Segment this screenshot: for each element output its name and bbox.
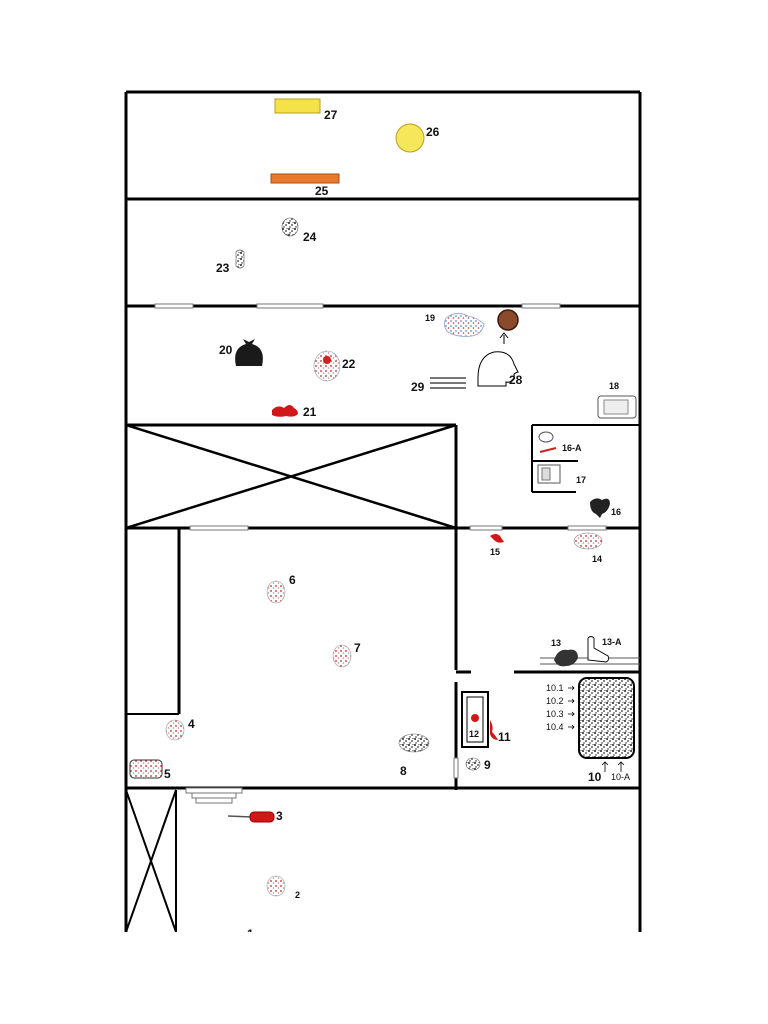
animal-icon [554, 649, 578, 667]
doorways [154, 303, 607, 804]
footprint-icon [165, 719, 185, 741]
shoe-print-icon [573, 532, 603, 550]
marker-29: 29 [411, 380, 425, 394]
blood-stain-icon [272, 405, 298, 417]
marker-9: 9 [484, 758, 491, 772]
pillow-icon [129, 759, 163, 779]
marker-2: 2 [295, 890, 300, 900]
marker-20: 20 [219, 343, 233, 357]
marker-6: 6 [289, 573, 296, 587]
marker-18: 18 [609, 381, 619, 391]
marker-10-4: 10.4 [546, 722, 564, 732]
footprint-icon [332, 644, 352, 668]
head-outline-icon [477, 351, 519, 387]
marker-10: 10 [588, 770, 602, 784]
yellow-circle [395, 123, 425, 153]
hand-icon [587, 636, 610, 663]
marker-22: 22 [342, 357, 356, 371]
plank-icon [270, 173, 340, 184]
marker-15: 15 [490, 547, 500, 557]
rug-icon [578, 677, 635, 759]
cloth-icon [444, 313, 485, 337]
brown-circle [497, 309, 519, 331]
footprint-icon [266, 875, 286, 897]
marker-13a: 13-A [602, 637, 622, 647]
tub-frame [461, 691, 489, 748]
yellow-box [274, 98, 321, 114]
footprint-icon [281, 217, 299, 237]
blood-stain-icon [490, 534, 504, 543]
marker-5: 5 [164, 767, 171, 781]
marker-21: 21 [303, 405, 317, 419]
footprint-icon [235, 249, 245, 269]
marker-26: 26 [426, 125, 440, 139]
chair-icon [537, 464, 561, 484]
marker-23: 23 [216, 261, 230, 275]
marker-16a: 16-A [562, 443, 582, 453]
marker-4: 4 [188, 717, 195, 731]
blood-stain-icon [471, 714, 479, 722]
marker-10-2: 10.2 [546, 696, 564, 706]
marker-17: 17 [576, 475, 586, 485]
marker-27: 27 [324, 108, 338, 122]
blood-stain-icon [313, 350, 341, 382]
marker-16: 16 [611, 507, 621, 517]
knife-icon [227, 811, 275, 823]
marker-11: 11 [498, 730, 511, 744]
footprint-icon [266, 580, 286, 604]
marker-19: 19 [425, 313, 435, 323]
marker-25: 25 [315, 184, 329, 198]
void-area [125, 423, 457, 530]
marker-10-3: 10.3 [546, 709, 564, 719]
marker-28: 28 [509, 373, 523, 387]
footprint-icon [465, 757, 481, 771]
arrow-icons [568, 685, 625, 772]
marker-24: 24 [303, 230, 317, 244]
animal-icon [590, 498, 610, 518]
blood-stain-icon [490, 720, 498, 740]
marker-7: 7 [354, 641, 361, 655]
marker-10-1: 10.1 [546, 683, 564, 693]
marker-3: 3 [276, 809, 283, 823]
marker-10a: 10-A [611, 772, 630, 782]
walls [124, 90, 642, 932]
stairs-icon [430, 377, 466, 389]
marker-12: 12 [469, 729, 479, 739]
marker-14: 14 [592, 554, 602, 564]
sink-icon [538, 431, 557, 453]
void-column [125, 789, 177, 933]
marker-8: 8 [400, 764, 407, 778]
trash-bag-icon [235, 339, 263, 366]
shoe-print-icon [398, 733, 430, 753]
marker-13: 13 [551, 638, 561, 648]
toilet-icon [597, 395, 637, 419]
